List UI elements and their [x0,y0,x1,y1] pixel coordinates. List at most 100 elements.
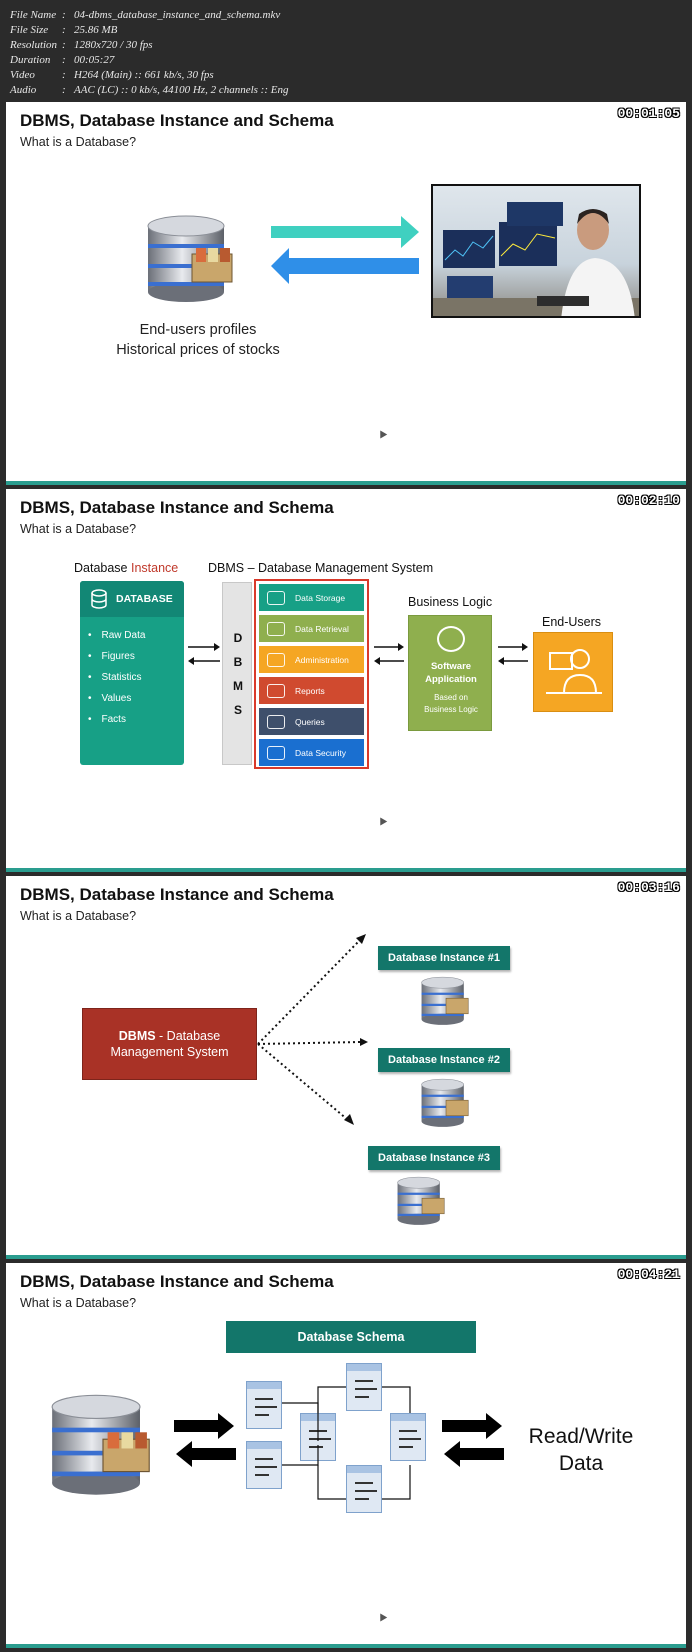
video-frame-1: DBMS, Database Instance and Schema What … [6,102,686,485]
bidirectional-arrows [271,216,419,284]
mouse-cursor [376,815,388,826]
function-administration: Administration [259,646,364,673]
database-icon [51,1394,150,1495]
database-instance-1: Database Instance #1 [378,946,510,970]
slide-subtitle: What is a Database? [20,522,137,536]
dbms-label: DBMS – Database Management System [208,561,434,575]
read-write-arrows-left [174,1413,236,1467]
function-data-storage: Data Storage [259,584,364,611]
dbms-letter: S [233,703,242,717]
team-icon [437,626,465,652]
frame-timestamp: 00:04:21 [617,1267,680,1282]
database-icon [421,976,469,1025]
database-instance-3: Database Instance #3 [368,1146,500,1170]
slide-title: DBMS, Database Instance and Schema [20,1272,334,1291]
file-info-row: Video:H264 (Main) :: 661 kb/s, 30 fps [10,68,692,83]
database-caption: End-users profiles Historical prices of … [116,322,280,358]
frame-timestamp: 00:02:10 [617,493,680,508]
app-users-arrows [498,643,528,665]
read-write-arrows-right [442,1413,504,1467]
file-info-row: Audio:AAC (LC) :: 0 kb/s, 44100 Hz, 2 ch… [10,83,692,98]
function-data-retrieval: Data Retrieval [259,615,364,642]
trader-image [433,202,639,316]
business-logic-label: Business Logic [408,595,493,609]
db-dbms-arrows [188,643,220,665]
schema-table [246,1381,282,1429]
file-info-key: Resolution [10,39,58,51]
file-info-key: Audio [10,84,37,96]
database-icon [397,1176,445,1225]
list-item: Statistics [88,667,184,688]
dbms-functions-box: Data Storage Data Retrieval Administrati… [254,579,369,769]
video-frame-2: DBMS, Database Instance and Schema What … [6,489,686,872]
frame-timestamp: 00:03:16 [617,880,680,895]
schema-table [346,1363,382,1411]
file-info-key: Video [10,69,35,81]
server-icon [267,621,285,636]
frame-timestamp: 00:01:05 [617,106,680,121]
file-info-value: 04-dbms_database_instance_and_schema.mkv [74,9,281,21]
end-users-label: End-Users [542,615,602,629]
instance-connector-arrows [257,934,368,1125]
lock-icon [267,745,285,760]
slide-title: DBMS, Database Instance and Schema [20,885,334,904]
file-info-key: File Size [10,24,49,36]
file-info-value: H264 (Main) :: 661 kb/s, 30 fps [74,69,214,81]
database-items-list: Raw Data Figures Statistics Values Facts [80,617,184,730]
trader-photo [431,184,641,318]
schema-table [346,1465,382,1513]
dbms-letter: M [233,679,243,693]
cloud-icon [267,590,285,605]
file-info-value: 1280x720 / 30 fps [74,39,153,51]
file-info-value: 25.86 MB [74,24,118,36]
file-info-row: File Name:04-dbms_database_instance_and_… [10,8,692,23]
end-users-box [533,632,613,712]
database-card: DATABASE Raw Data Figures Statistics Val… [80,581,184,765]
list-item: Figures [88,646,184,667]
slide-subtitle: What is a Database? [20,909,137,923]
database-icon [421,1078,469,1127]
function-reports: Reports [259,677,364,704]
file-info-row: Duration:00:05:27 [10,53,692,68]
list-item: Raw Data [88,625,184,646]
list-item: Values [88,688,184,709]
file-info-row: File Size:25.86 MB [10,23,692,38]
video-frame-3: DBMS, Database Instance and Schema What … [6,876,686,1259]
mouse-cursor [376,428,388,439]
read-write-label: Read/Write Data [528,1425,634,1475]
file-info-value: 00:05:27 [74,54,115,66]
slide-subtitle: What is a Database? [20,1296,137,1310]
gear-icon [267,652,285,667]
schema-table [246,1441,282,1489]
file-info-row: Resolution:1280x720 / 30 fps [10,38,692,53]
dbms-letter: B [233,655,243,669]
file-info-value: AAC (LC) :: 0 kb/s, 44100 Hz, 2 channels… [74,84,289,96]
database-instance-label: Database Instance [74,561,179,575]
list-item: Facts [88,709,184,730]
database-card-header: DATABASE [80,581,184,617]
database-icon [91,589,107,609]
slide-title: DBMS, Database Instance and Schema [20,111,334,130]
dbms-app-arrows [374,643,404,665]
function-queries: Queries [259,708,364,735]
schema-table [390,1413,426,1461]
query-icon [267,714,285,729]
chart-icon [267,683,285,698]
dbms-bar: D B M S [222,582,252,765]
function-data-security: Data Security [259,739,364,766]
file-info-key: Duration [10,54,51,66]
database-instance-2: Database Instance #2 [378,1048,510,1072]
slide-title: DBMS, Database Instance and Schema [20,498,334,517]
database-icon [147,215,233,302]
slide-subtitle: What is a Database? [20,135,137,149]
mouse-cursor [376,1611,388,1622]
developer-icon [546,649,602,694]
file-info-header: File Name:04-dbms_database_instance_and_… [0,0,692,100]
video-frame-4: DBMS, Database Instance and Schema What … [6,1263,686,1648]
dbms-letter: D [233,631,243,645]
file-info-key: File Name [10,9,57,21]
